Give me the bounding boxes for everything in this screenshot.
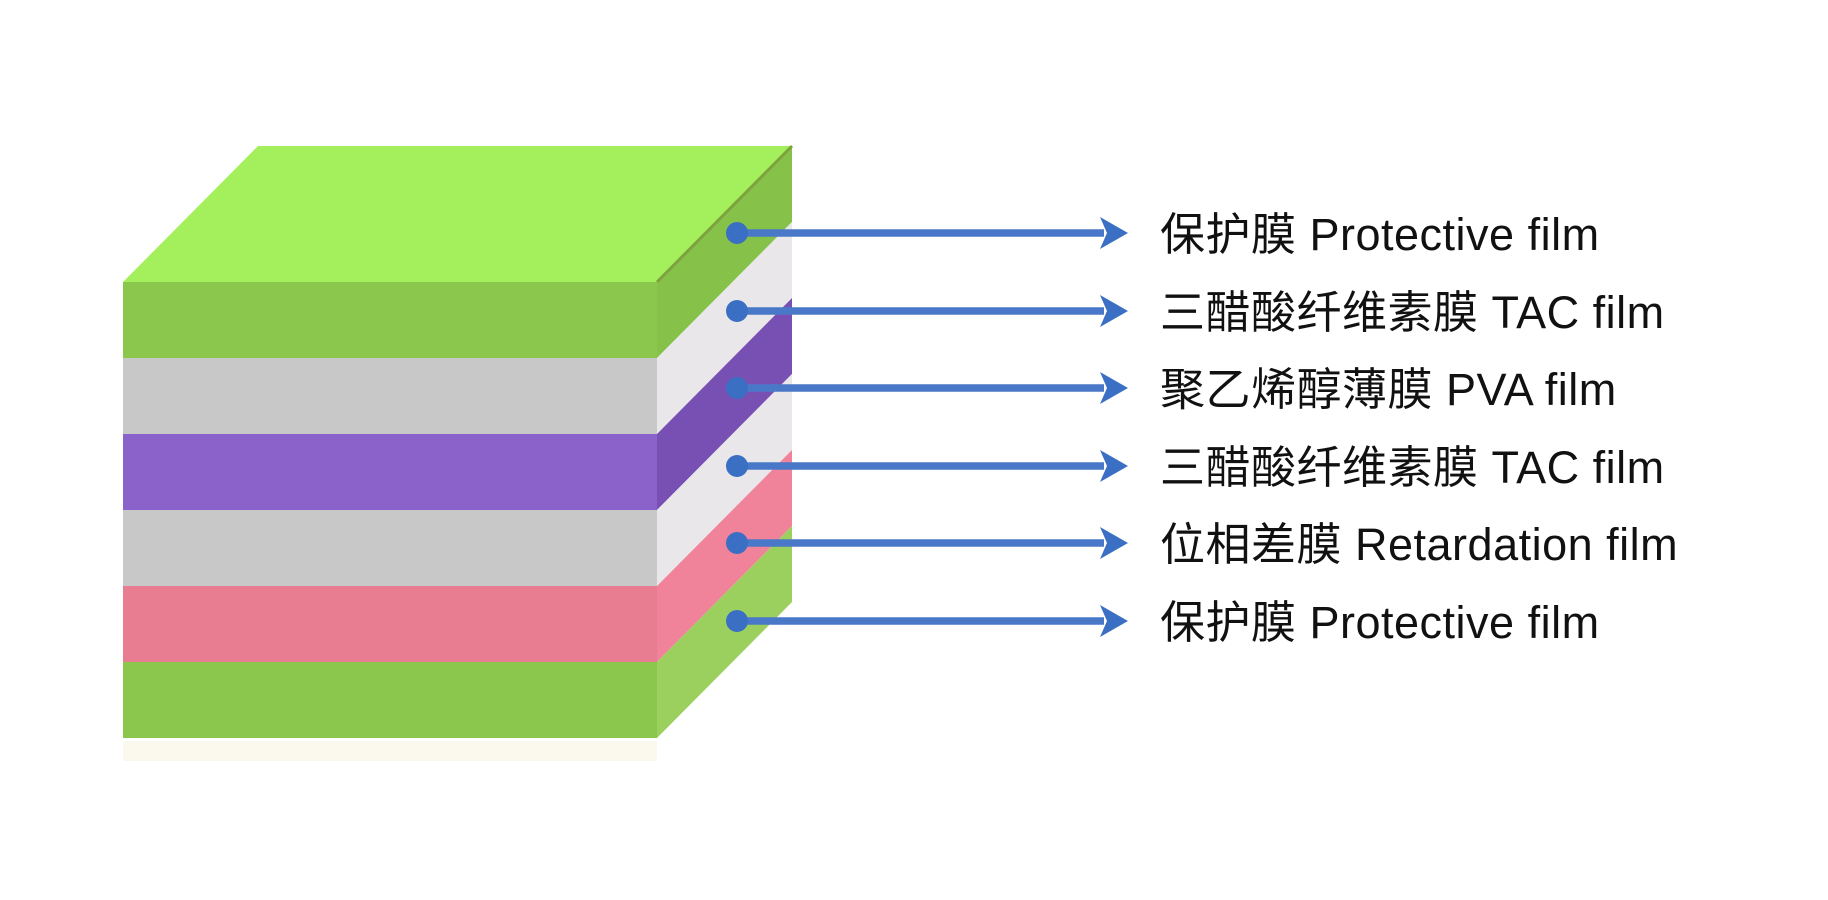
- layer-side-tac-top: [657, 222, 792, 434]
- layer-side-retardation: [657, 450, 792, 662]
- layer-label-protective-top: 保护膜 Protective film: [1160, 209, 1600, 260]
- callout-dot-2: [726, 300, 748, 322]
- layer-label-retardation: 位相差膜 Retardation film: [1160, 519, 1679, 570]
- layer-front-protective-top: [123, 282, 657, 358]
- layer-side-pva: [657, 298, 792, 510]
- stack-reflection: [123, 741, 657, 761]
- layer-front-pva: [123, 434, 657, 510]
- layer-side-protective-bottom: [657, 526, 792, 738]
- arrowhead-icon-1: [1100, 217, 1128, 249]
- callout-dot-6: [726, 610, 748, 632]
- callout-dot-1: [726, 222, 748, 244]
- layer-front-tac-bottom: [123, 510, 657, 586]
- layer-front-protective-bottom: [123, 662, 657, 738]
- stack-top-back-edge: [655, 144, 794, 284]
- arrowhead-icon-3: [1100, 372, 1128, 404]
- arrowhead-icon-6: [1100, 605, 1128, 637]
- arrowhead-icon-5: [1100, 527, 1128, 559]
- callout-markers: [726, 217, 1128, 637]
- layer-label-tac-bottom: 三醋酸纤维素膜 TAC film: [1160, 442, 1665, 493]
- stack-top-face: [123, 146, 792, 282]
- arrowhead-icon-2: [1100, 295, 1128, 327]
- callout-lines: [737, 229, 1104, 625]
- layer-label-pva: 聚乙烯醇薄膜 PVA film: [1160, 364, 1617, 415]
- layer-label-tac-top: 三醋酸纤维素膜 TAC film: [1160, 287, 1665, 338]
- layer-side-protective-top: [657, 146, 792, 358]
- callout-dot-5: [726, 532, 748, 554]
- arrowhead-icon-4: [1100, 450, 1128, 482]
- callout-dot-4: [726, 455, 748, 477]
- layer-front-tac-top: [123, 358, 657, 434]
- layer-label-protective-bottom: 保护膜 Protective film: [1160, 597, 1600, 648]
- callout-dot-3: [726, 377, 748, 399]
- layer-front-retardation: [123, 586, 657, 662]
- layer-side-tac-bottom: [657, 374, 792, 586]
